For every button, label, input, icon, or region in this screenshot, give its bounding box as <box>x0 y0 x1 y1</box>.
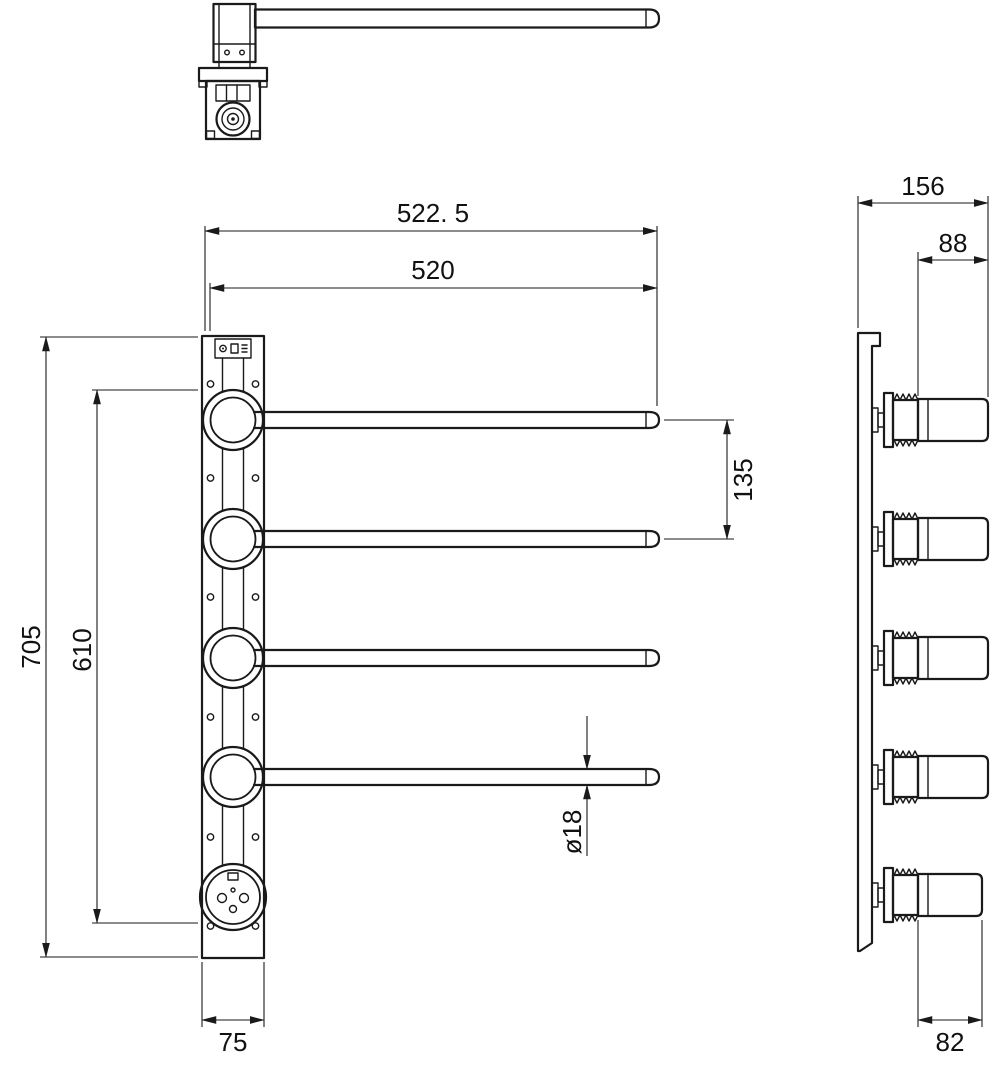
side-arm-5 <box>871 866 984 924</box>
pivot-circle <box>201 507 265 571</box>
top-view-wall-bracket <box>197 61 269 141</box>
dim-side-depth-label: 156 <box>901 171 944 201</box>
dim-column-width-label: 75 <box>219 1027 248 1057</box>
dim-bar-diameter: ø18 <box>557 716 591 856</box>
top-view-pivot-housing <box>212 2 257 64</box>
dim-mount-span-label: 610 <box>67 628 97 671</box>
dim-overall-width-label: 522. 5 <box>397 198 469 228</box>
top-view <box>197 2 661 141</box>
front-pivots <box>201 388 265 809</box>
screw-holes <box>206 380 260 930</box>
dim-bar-length-label: 520 <box>411 255 454 285</box>
side-arm-1 <box>871 391 990 449</box>
dim-overall-height: 705 <box>16 336 198 958</box>
dim-overall-height-label: 705 <box>16 625 46 668</box>
towel-bar <box>252 410 661 430</box>
dim-top-arm-label: 88 <box>939 228 968 258</box>
dim-bar-diameter-label: ø18 <box>557 810 587 855</box>
dim-column-width: 75 <box>201 962 265 1057</box>
column-outline <box>200 334 266 960</box>
dim-bottom-arm: 82 <box>917 920 983 1057</box>
front-socket <box>198 862 268 932</box>
dim-bar-spacing: 135 <box>664 419 758 540</box>
dimensions: 522. 5 520 705 610 135 ø <box>16 171 989 1057</box>
towel-bar <box>252 767 661 787</box>
control-window <box>214 338 252 359</box>
side-view <box>856 331 990 953</box>
pivot-circle <box>201 626 265 690</box>
dim-side-depth: 156 <box>857 171 989 397</box>
dim-bar-spacing-label: 135 <box>728 458 758 501</box>
front-view <box>198 334 661 960</box>
front-column <box>200 334 266 960</box>
side-arm-4 <box>871 748 990 806</box>
top-view-arm <box>253 8 661 29</box>
side-arm-2 <box>871 510 990 568</box>
dim-bar-length: 520 <box>209 255 658 331</box>
towel-bar <box>252 529 661 549</box>
dim-overall-width: 522. 5 <box>204 198 658 406</box>
front-bars <box>252 410 661 787</box>
side-arm-3 <box>871 629 990 687</box>
side-plate <box>856 331 882 953</box>
dim-top-arm: 88 <box>917 228 989 396</box>
pivot-circle <box>201 745 265 809</box>
dim-mount-span: 610 <box>67 389 198 924</box>
dim-bottom-arm-label: 82 <box>936 1027 965 1057</box>
pivot-circle <box>201 388 265 452</box>
towel-bar <box>252 648 661 668</box>
